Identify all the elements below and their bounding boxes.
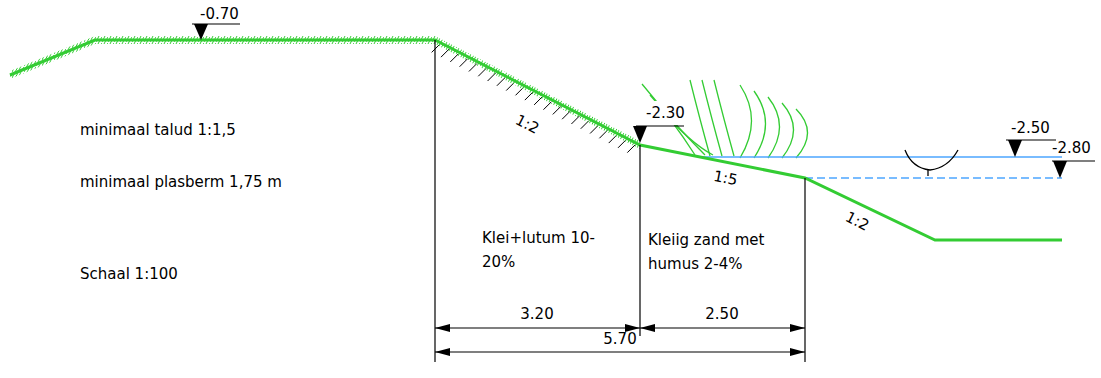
slope-label: 1:5 (711, 164, 739, 192)
ground-profile (10, 40, 1062, 240)
level-label: -2.50 (1011, 116, 1050, 140)
grass-cover (10, 36, 640, 149)
slope-label: 1:2 (511, 108, 543, 140)
soil-label: Klei+lutum 10-20% (482, 226, 597, 274)
dimension-label: 2.50 (705, 302, 738, 326)
soil-label: Kleiig zand met humus 2-4% (648, 228, 798, 276)
dimension-label: 3.20 (520, 302, 553, 326)
soil-hatching (432, 44, 636, 152)
boat-symbol (905, 150, 958, 170)
level-label: -2.30 (645, 101, 686, 125)
note-label: Schaal 1:100 (80, 262, 178, 286)
level-label: -0.70 (200, 2, 239, 26)
dimension-lines (435, 40, 805, 362)
boat-keel (927, 170, 928, 176)
note-label: minimaal talud 1:1,5 (80, 118, 236, 142)
water-line-low (805, 177, 1062, 179)
level-label: -2.80 (1052, 136, 1091, 160)
reed-symbol (642, 80, 808, 158)
note-label: minimaal plasberm 1,75 m (80, 170, 282, 194)
dimension-label: 5.70 (603, 327, 636, 351)
level-marker (192, 24, 1095, 178)
water-line (700, 156, 1062, 158)
dimension-arrows (435, 324, 805, 356)
